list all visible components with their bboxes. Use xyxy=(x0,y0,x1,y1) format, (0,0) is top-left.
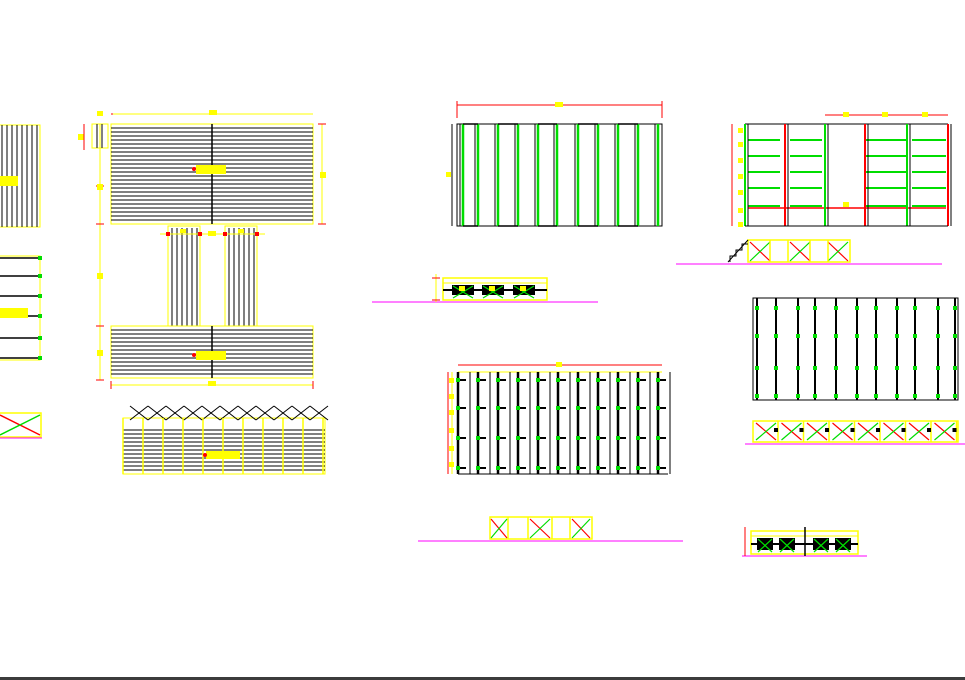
partial-section-left xyxy=(0,412,42,439)
window-bottom-border xyxy=(0,677,965,680)
section-right-bracing[interactable] xyxy=(745,420,965,445)
partial-plan-left-mid xyxy=(0,255,42,361)
section-bottom-right[interactable] xyxy=(742,527,867,557)
h-shaped-deck-plan[interactable] xyxy=(78,110,326,389)
frame-plan-top-right[interactable] xyxy=(731,112,952,227)
frame-plan-center[interactable] xyxy=(447,362,671,475)
section-small-mid[interactable] xyxy=(372,274,598,303)
frame-plan-green[interactable] xyxy=(446,101,663,227)
frame-plan-right-black[interactable] xyxy=(752,297,959,401)
truss-elevation-left[interactable] xyxy=(122,405,329,475)
section-center-bracing[interactable] xyxy=(418,516,683,542)
section-top-right[interactable] xyxy=(676,239,942,265)
partial-plan-left-top xyxy=(0,124,41,228)
